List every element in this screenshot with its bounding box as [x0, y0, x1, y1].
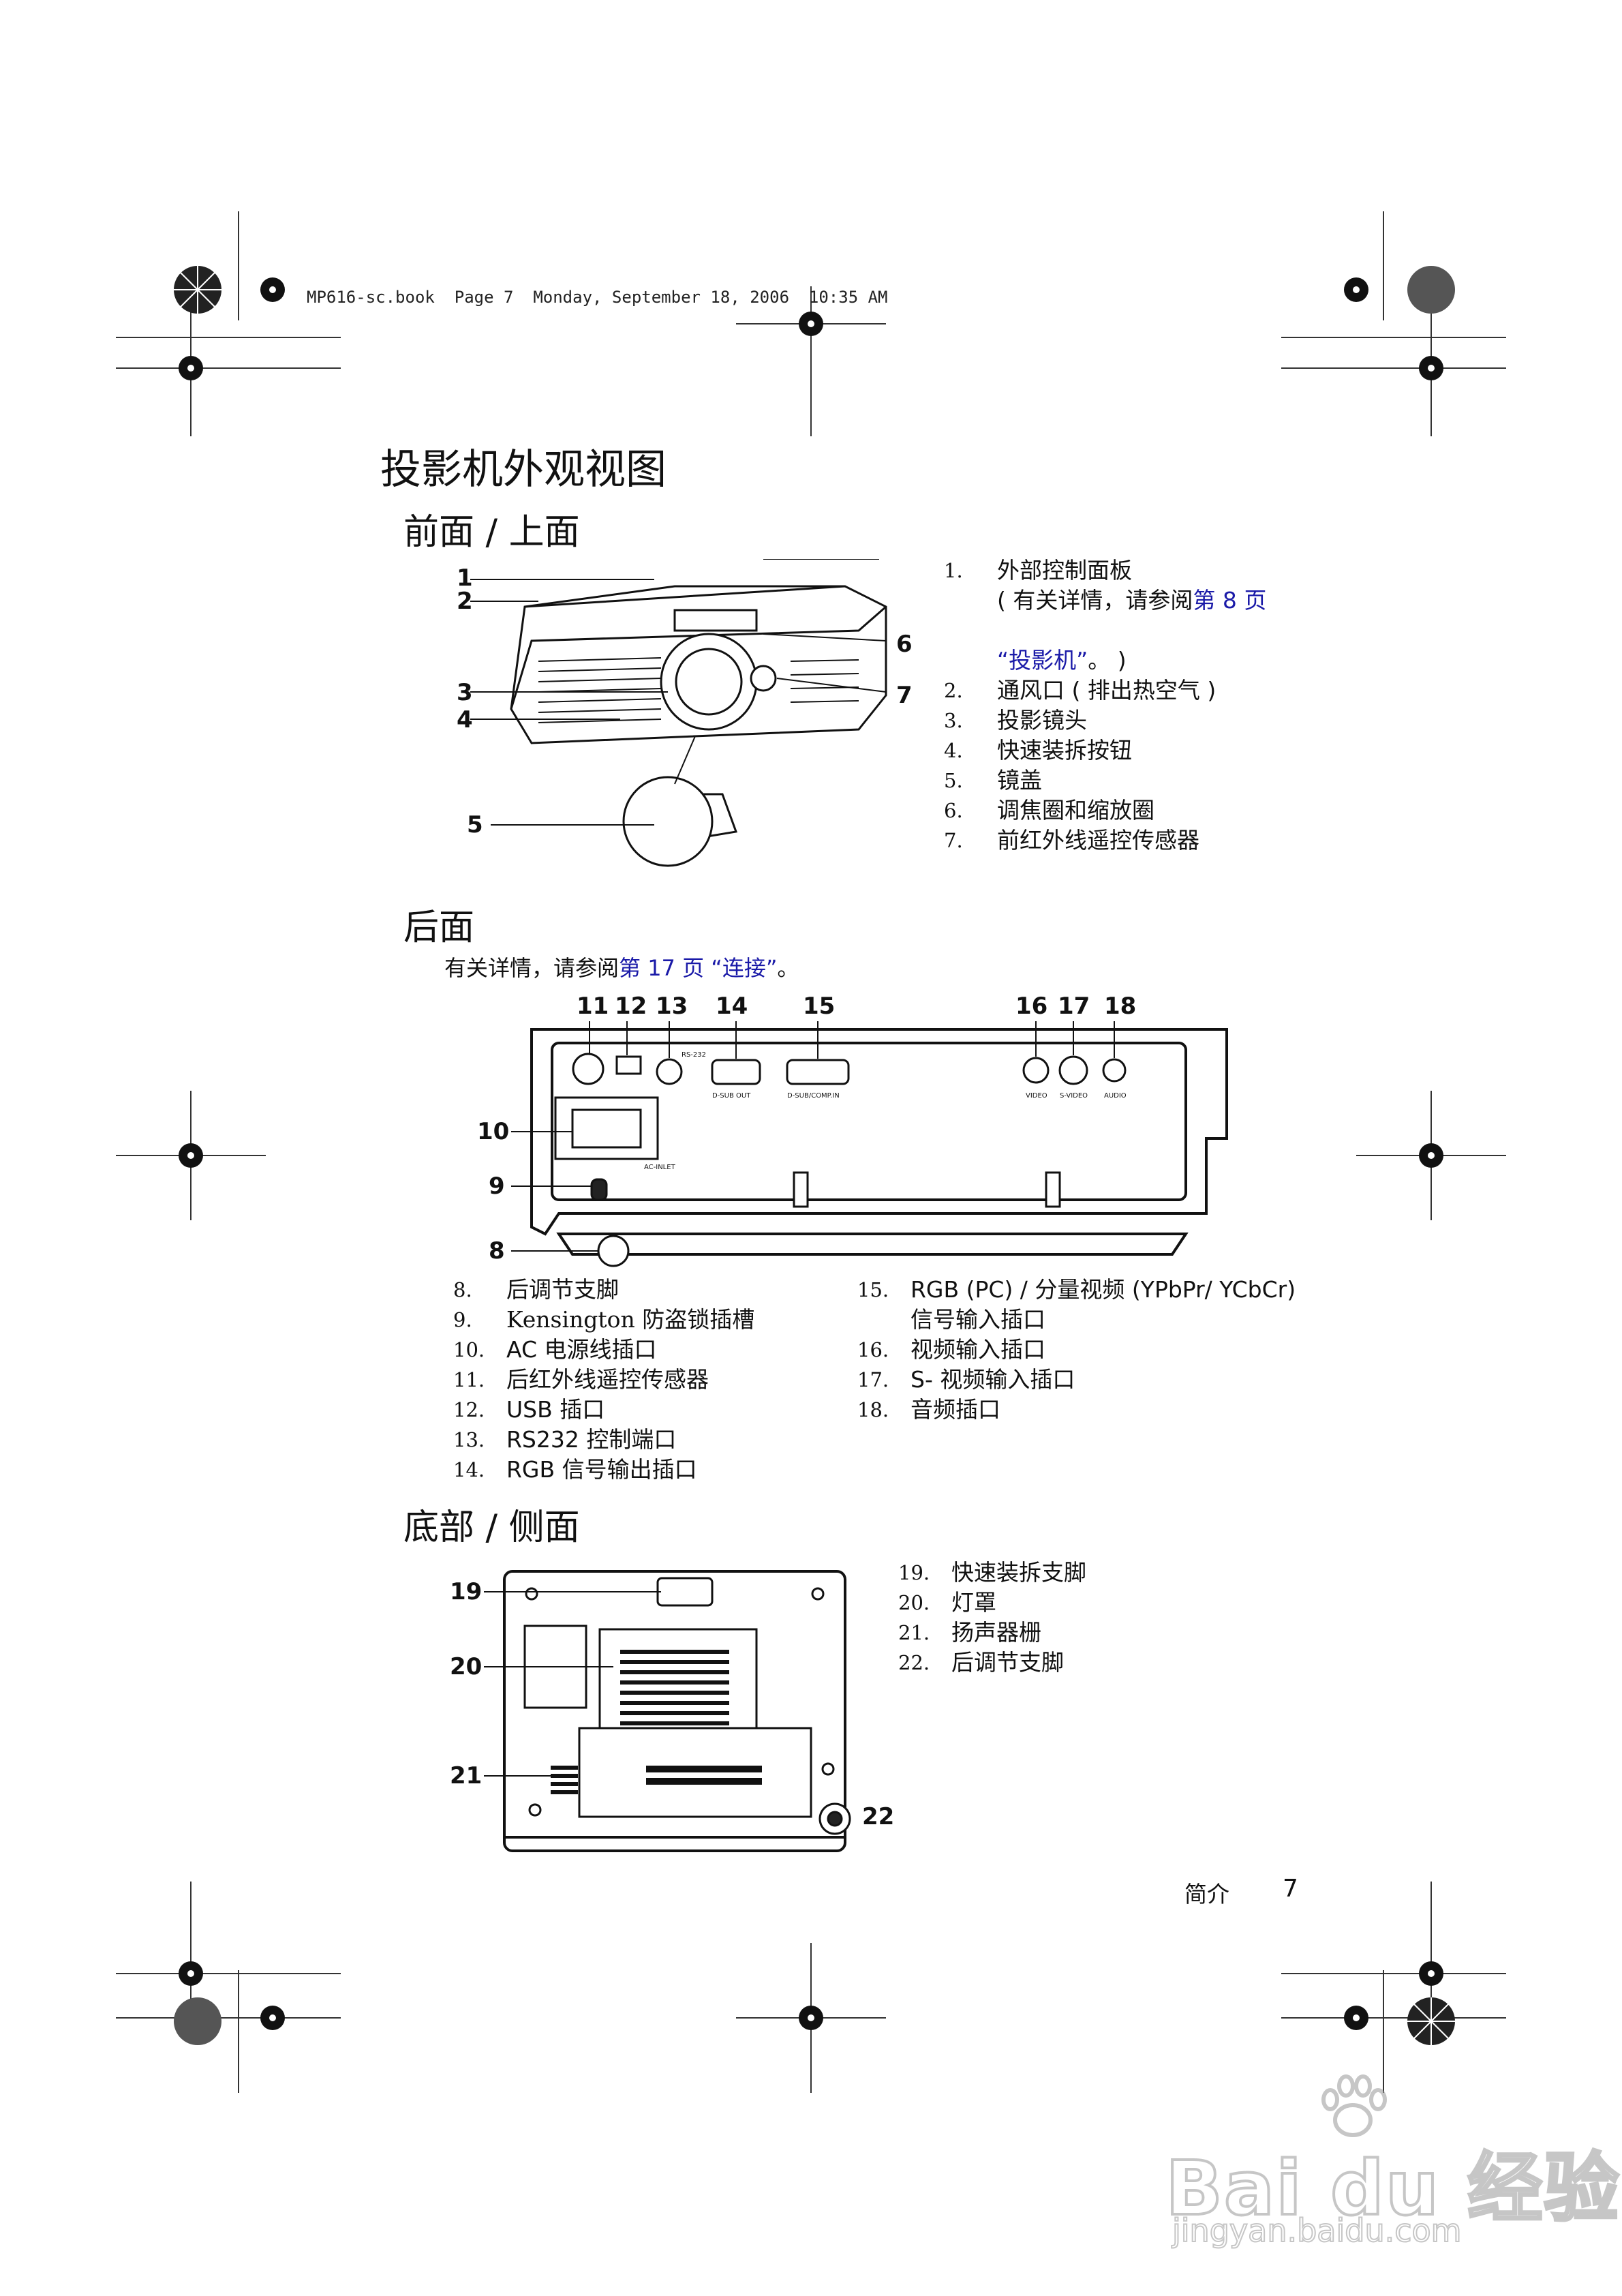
page-title: 投影机外观视图 [380, 446, 667, 494]
footer-page-number: 7 [1283, 1875, 1298, 1903]
front-section-title: 前面 / 上面 [403, 512, 580, 553]
callout-22: 22 [862, 1803, 895, 1830]
paw-logo-icon [1321, 2074, 1387, 2137]
svg-text:AUDIO: AUDIO [1104, 1092, 1127, 1100]
callout-5: 5 [467, 811, 483, 839]
callout-1: 1 [457, 564, 473, 592]
page-17-link[interactable]: 第 17 页 “连接” [619, 955, 778, 981]
rear-panel-illustration: RS-232 D-SUB OUT D-SUB/COMP.IN VIDEO S-V… [511, 1021, 1228, 1267]
callout-2: 2 [457, 588, 473, 615]
callout-21: 21 [450, 1762, 483, 1789]
svg-text:D-SUB/COMP.IN: D-SUB/COMP.IN [787, 1092, 840, 1100]
svg-text:D-SUB OUT: D-SUB OUT [712, 1092, 751, 1100]
callout-11: 11 [577, 993, 609, 1020]
front-parts-list: 1.外部控制面板 ( 有关详情，请参阅第 8 页 “投影机”。 ) 2.通风口 … [944, 557, 1267, 854]
callout-20: 20 [450, 1653, 483, 1680]
bottom-parts-list: 19.快速装拆支脚 20.灯罩 21.扬声器栅 22.后调节支脚 [898, 1559, 1086, 1676]
callout-7: 7 [896, 682, 913, 709]
rear-parts-list-left: 8.后调节支脚 9.Kensington 防盗锁插槽 10.AC 电源线插口 1… [453, 1276, 755, 1483]
watermark-brand: Bai du 经验 [1164, 2143, 1621, 2233]
bottom-section-title: 底部 / 侧面 [403, 1507, 580, 1548]
callout-14: 14 [716, 993, 748, 1020]
callout-6: 6 [896, 631, 913, 658]
callout-3: 3 [457, 679, 473, 706]
callout-9: 9 [489, 1173, 505, 1200]
callout-16: 16 [1015, 993, 1048, 1020]
rear-note: 有关详情，请参阅第 17 页 “连接”。 [444, 955, 799, 981]
svg-text:RS-232: RS-232 [682, 1051, 706, 1059]
page-8-link[interactable]: 第 8 页 [1193, 587, 1267, 614]
book-header: MP616-sc.book Page 7 Monday, September 1… [307, 288, 888, 307]
svg-text:S-VIDEO: S-VIDEO [1060, 1092, 1088, 1100]
svg-text:VIDEO: VIDEO [1026, 1092, 1047, 1100]
item1-note: ( 有关详情，请参阅第 8 页 [997, 587, 1267, 614]
callout-15: 15 [803, 993, 836, 1020]
watermark-url: jingyan.baidu.com [1172, 2211, 1462, 2250]
callout-12: 12 [615, 993, 647, 1020]
callout-19: 19 [450, 1578, 483, 1605]
callout-18: 18 [1104, 993, 1137, 1020]
footer-section: 简介 [1184, 1881, 1229, 1907]
callout-4: 4 [457, 706, 473, 734]
callout-10: 10 [477, 1118, 510, 1145]
rear-parts-list-right: 15.RGB (PC) / 分量视频 (YPbPr/ YCbCr) 信号输入插口… [857, 1276, 1296, 1423]
callout-17: 17 [1058, 993, 1090, 1020]
bottom-projector-illustration [484, 1570, 851, 1852]
front-projector-illustration [470, 559, 887, 867]
svg-text:AC-INLET: AC-INLET [644, 1164, 676, 1171]
callout-13: 13 [656, 993, 688, 1020]
callout-8: 8 [489, 1237, 505, 1265]
rear-section-title: 后面 [403, 907, 475, 948]
baidu-watermark: Bai du 经验 jingyan.baidu.com [1159, 2072, 1620, 2250]
